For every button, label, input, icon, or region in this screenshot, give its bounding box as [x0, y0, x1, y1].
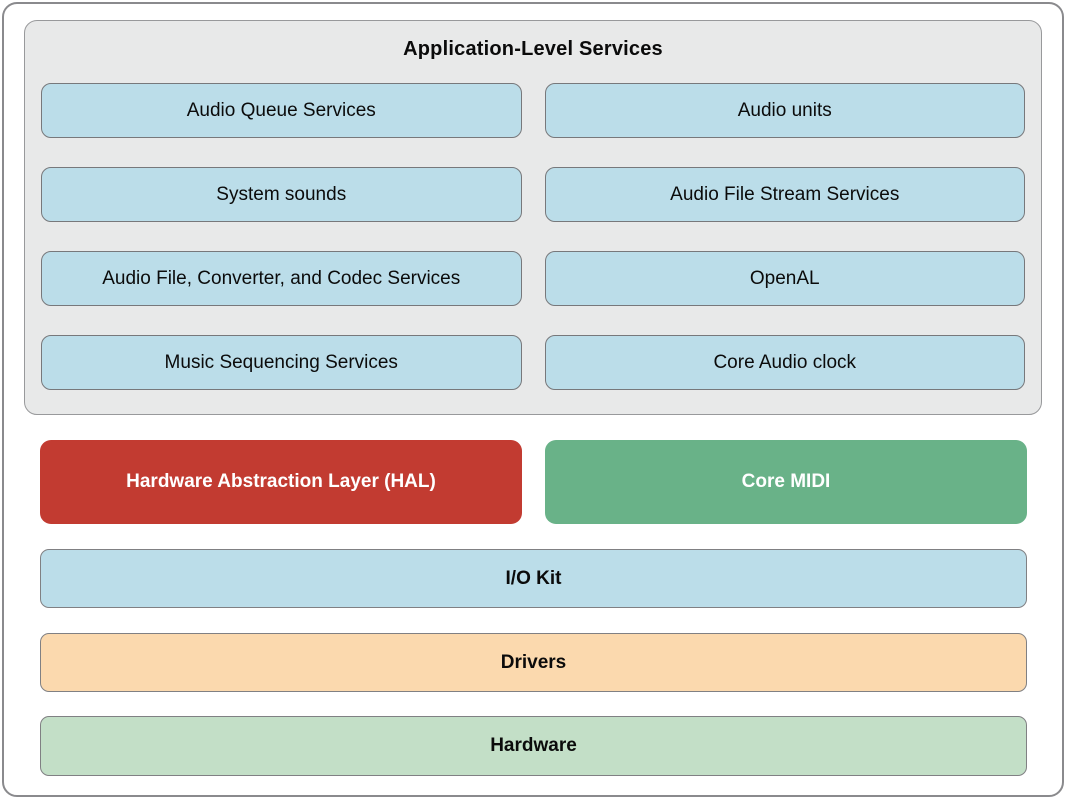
services-grid: Audio Queue Services Audio units System … — [41, 83, 1025, 390]
service-box-audio-file-stream-services: Audio File Stream Services — [544, 167, 1025, 222]
core-midi-box: Core MIDI — [545, 440, 1027, 524]
hardware-abstraction-layer-box: Hardware Abstraction Layer (HAL) — [40, 440, 522, 524]
application-level-services-group: Application-Level Services Audio Queue S… — [24, 20, 1042, 415]
service-box-audio-units: Audio units — [544, 83, 1025, 138]
io-kit-layer-bar: I/O Kit — [40, 549, 1027, 608]
hal-midi-row: Hardware Abstraction Layer (HAL) Core MI… — [40, 440, 1027, 524]
service-box-openal: OpenAL — [544, 251, 1025, 306]
service-box-system-sounds: System sounds — [41, 167, 522, 222]
service-box-music-sequencing-services: Music Sequencing Services — [41, 335, 522, 390]
hardware-layer-bar: Hardware — [40, 716, 1027, 776]
service-box-audio-queue-services: Audio Queue Services — [41, 83, 522, 138]
service-box-audio-file-converter-codec-services: Audio File, Converter, and Codec Service… — [41, 251, 522, 306]
service-box-core-audio-clock: Core Audio clock — [544, 335, 1025, 390]
application-level-services-title: Application-Level Services — [403, 38, 663, 60]
drivers-layer-bar: Drivers — [40, 633, 1027, 692]
